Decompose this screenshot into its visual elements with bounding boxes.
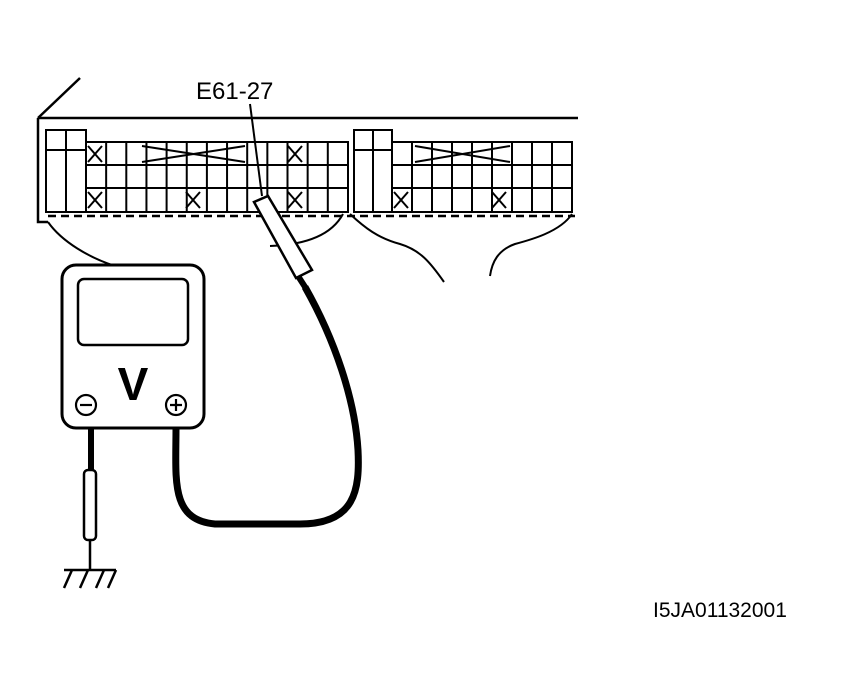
cross-mark [414, 145, 511, 163]
blanked-terminals [87, 145, 507, 209]
negative-lead [82, 428, 98, 570]
ecm-housing [36, 77, 578, 224]
voltmeter: V [60, 263, 206, 430]
callout-leader [249, 103, 263, 197]
voltmeter-display [76, 277, 190, 347]
positive-lead [172, 194, 362, 528]
cross-mark [141, 145, 246, 163]
positive-probe [252, 194, 314, 280]
minus-circle-icon [74, 393, 98, 417]
plus-circle-icon [164, 393, 188, 417]
negative-probe [82, 468, 98, 542]
connector-pin-label: E61-27 [196, 78, 273, 105]
connector-right [353, 129, 573, 213]
ground-icon [62, 568, 118, 589]
connector-left [45, 129, 349, 213]
figure-id: I5JA01132001 [653, 599, 787, 622]
wire-harness [47, 213, 573, 283]
voltmeter-symbol: V [118, 358, 149, 410]
